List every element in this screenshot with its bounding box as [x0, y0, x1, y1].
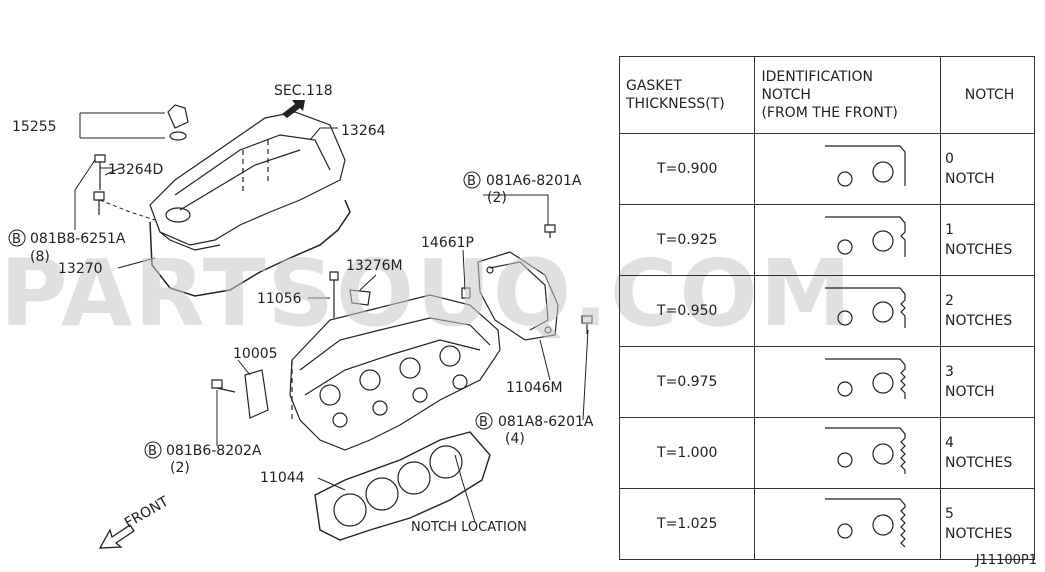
header-ident-line3: (FROM THE FRONT) — [761, 105, 898, 121]
diagram-code: J11100P1 — [975, 553, 1037, 568]
bolt-symbol: B — [148, 444, 157, 459]
bolt-label-4: B 081A8-6201A (4) — [475, 412, 594, 447]
header-thickness-line2: THICKNESS(T) — [626, 96, 725, 112]
thickness-cell: T=0.900 — [618, 133, 756, 205]
notch-unit: NOTCH — [944, 384, 995, 400]
notch-count-cell: 0 NOTCH — [939, 133, 1036, 205]
notch-unit: NOTCHES — [944, 455, 1013, 471]
notch-count: 0 — [944, 151, 954, 167]
bolt-label-1: B 081B8-6251A (8) — [8, 229, 126, 265]
table-row: T=1.000 4 NOTCHES — [618, 417, 1036, 489]
section-arrow — [282, 100, 305, 118]
notch-sketch — [825, 498, 907, 548]
label-081b8-6251a: 081B8-6251A — [30, 231, 126, 247]
notch-count-cell: 1 NOTCHES — [939, 204, 1036, 276]
thickness-cell: T=1.000 — [618, 417, 756, 489]
table-row: T=0.900 0 NOTCH — [618, 133, 1036, 205]
label-13276m: 13276M — [346, 258, 403, 274]
bolt-symbol: B — [479, 415, 488, 430]
notch-count-cell: 5 NOTCHES — [939, 488, 1036, 560]
front-cover-drawing — [477, 251, 559, 341]
notch-sketch-cell — [754, 346, 941, 418]
label-11056: 11056 — [257, 291, 302, 307]
thickness-cell: T=0.950 — [618, 275, 756, 347]
label-13264: 13264 — [341, 123, 386, 139]
header-ident-line1: IDENTIFICATION — [761, 69, 873, 85]
label-qty-2b: (2) — [170, 460, 190, 476]
label-notch-location: NOTCH LOCATION — [411, 520, 527, 535]
label-qty-2a: (2) — [487, 190, 507, 206]
thickness-cell: T=1.025 — [618, 488, 756, 560]
header-thickness: GASKET THICKNESS(T) — [618, 56, 756, 134]
header-ident-line2: NOTCH — [761, 87, 811, 103]
notch-sketch-cell — [754, 488, 941, 560]
rocker-cover-drawing — [149, 111, 346, 251]
table-row: T=1.025 5 NOTCHES — [618, 488, 1036, 560]
thickness-cell: T=0.975 — [618, 346, 756, 418]
table-header-row: GASKET THICKNESS(T) IDENTIFICATION NOTCH… — [618, 56, 1036, 134]
label-11044: 11044 — [260, 470, 305, 486]
notch-unit: NOTCH — [944, 171, 995, 187]
label-qty-8: (8) — [30, 249, 50, 265]
label-15255: 15255 — [12, 119, 57, 135]
gasket-thickness-table: GASKET THICKNESS(T) IDENTIFICATION NOTCH… — [618, 56, 1036, 560]
bolt-symbol: B — [467, 174, 476, 189]
notch-count: 3 — [944, 364, 954, 380]
notch-count: 2 — [944, 293, 954, 309]
thickness-cell: T=0.925 — [618, 204, 756, 276]
table-row: T=0.975 3 NOTCH — [618, 346, 1036, 418]
bolt-symbol: B — [12, 232, 21, 247]
oil-cap-drawing — [167, 104, 189, 141]
label-081a8-6201a: 081A8-6201A — [498, 414, 594, 430]
label-081b6-8202a: 081B6-8202A — [166, 443, 262, 459]
notch-sketch-cell — [754, 417, 941, 489]
notch-unit: NOTCHES — [944, 526, 1013, 542]
notch-count-cell: 2 NOTCHES — [939, 275, 1036, 347]
label-081a6-8201a: 081A6-8201A — [486, 173, 582, 189]
leader-lines — [74, 112, 589, 523]
notch-sketch — [825, 145, 907, 187]
notch-sketch-cell — [754, 133, 941, 205]
notch-unit: NOTCHES — [944, 313, 1013, 329]
notch-count: 4 — [944, 435, 954, 451]
cylinder-head-drawing — [289, 294, 501, 451]
label-10005: 10005 — [233, 346, 278, 362]
notch-count: 5 — [944, 506, 954, 522]
rocker-gasket-drawing — [149, 199, 351, 297]
notch-sketch — [825, 216, 907, 257]
notch-sketch-cell — [754, 275, 941, 347]
notch-count-cell: 4 NOTCHES — [939, 417, 1036, 489]
table-row: T=0.925 1 NOTCHES — [618, 204, 1036, 276]
bolt-label-3: B 081B6-8202A (2) — [144, 441, 262, 476]
notch-count: 1 — [944, 222, 954, 238]
notch-sketch — [825, 427, 907, 474]
header-notch: NOTCH — [939, 56, 1036, 134]
notch-sketch-cell — [754, 204, 941, 276]
notch-sketch — [825, 358, 907, 399]
table-row: T=0.950 2 NOTCHES — [618, 275, 1036, 347]
label-qty-4: (4) — [505, 431, 525, 447]
header-thickness-line1: GASKET — [626, 78, 682, 94]
bolt-label-2: B 081A6-8201A (2) — [463, 171, 582, 206]
notch-sketch — [825, 287, 907, 328]
label-14661p: 14661P — [421, 235, 474, 251]
label-13264d: 13264D — [108, 162, 163, 178]
header-identification: IDENTIFICATION NOTCH (FROM THE FRONT) — [754, 56, 941, 134]
label-sec: SEC.118 — [274, 83, 333, 99]
head-gasket-drawing — [314, 431, 491, 541]
label-13270: 13270 — [58, 261, 103, 277]
label-front: FRONT — [122, 493, 172, 531]
plate-10005-drawing — [244, 369, 269, 419]
label-11046m: 11046M — [506, 380, 563, 396]
notch-unit: NOTCHES — [944, 242, 1013, 258]
notch-count-cell: 3 NOTCH — [939, 346, 1036, 418]
front-arrow-icon — [98, 524, 135, 549]
